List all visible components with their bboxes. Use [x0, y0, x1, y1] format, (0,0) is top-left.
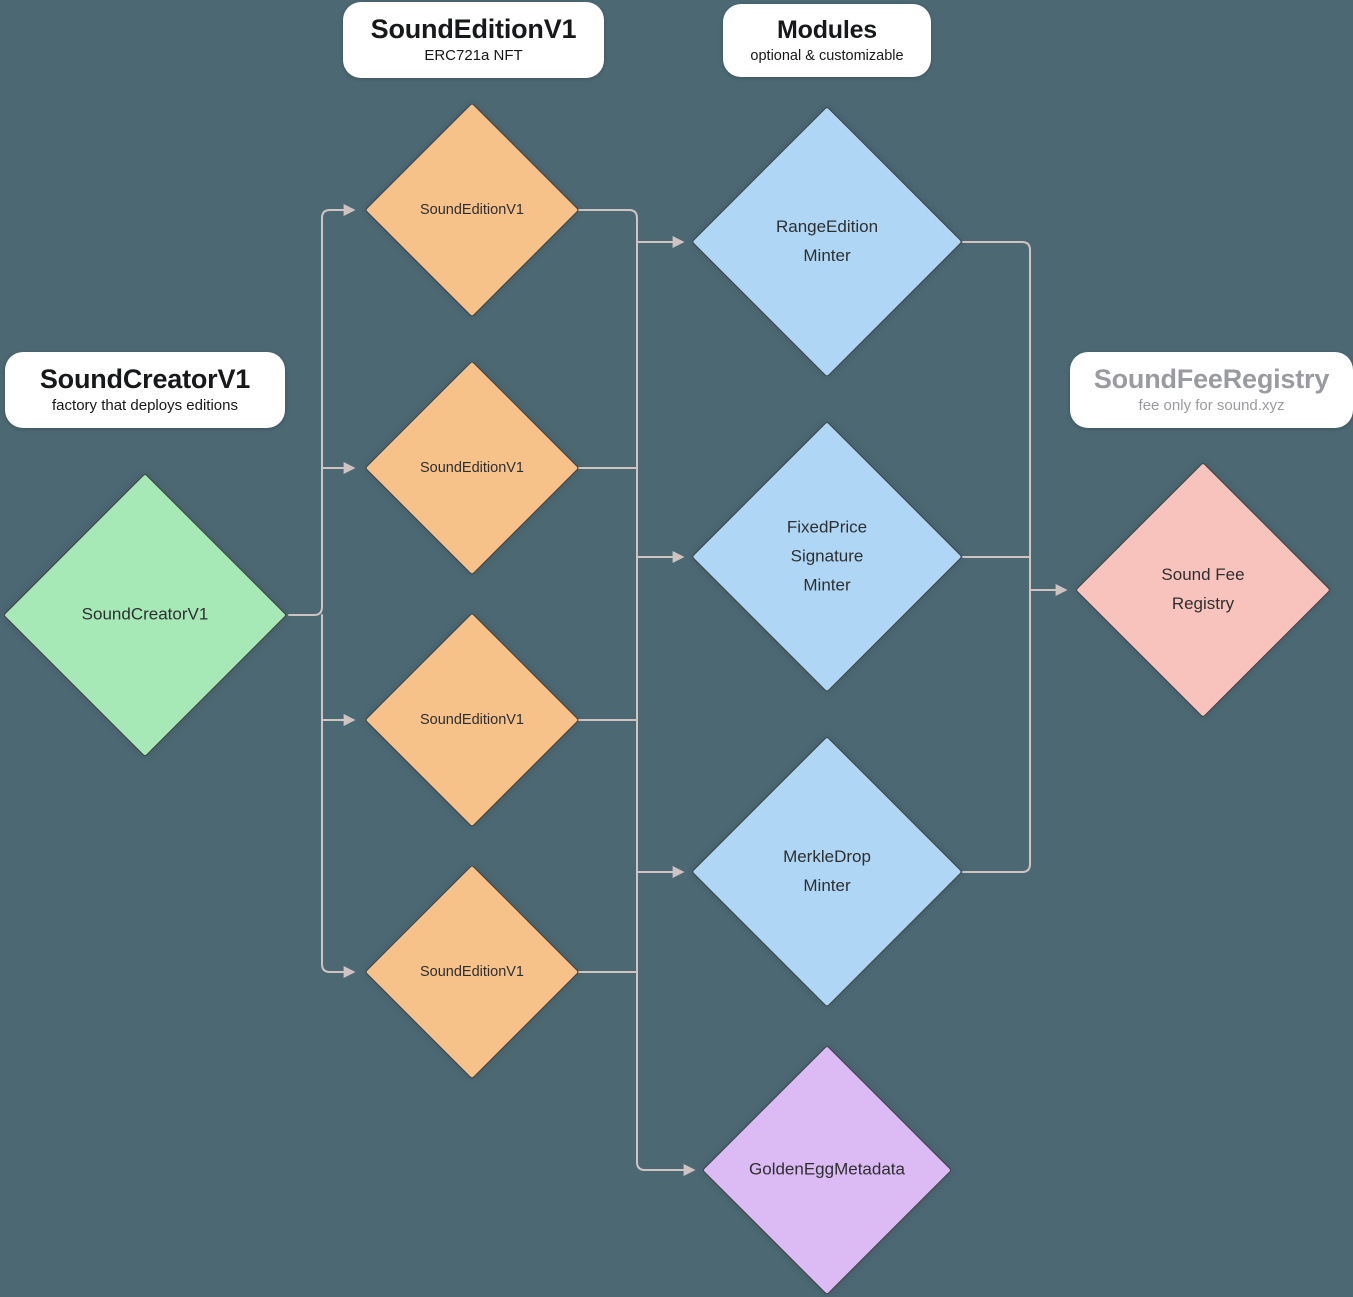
card-title: SoundFeeRegistry — [1093, 364, 1330, 394]
node-label: GoldenEggMetadata — [749, 1159, 905, 1179]
bus-creator-to-editions — [288, 204, 356, 978]
node-label: SoundEditionV1 — [419, 963, 524, 980]
card-title: Modules — [777, 16, 877, 44]
card-subtitle: optional & customizable — [750, 48, 904, 64]
node-label: RangeEdition Minter — [775, 217, 879, 265]
node-label: SoundEditionV1 — [419, 459, 524, 476]
node-label: SoundEditionV1 — [419, 201, 524, 218]
node-label: MerkleDrop Minter — [783, 847, 871, 895]
card-sound-creator: SoundCreatorV1 factory that deploys edit… — [5, 352, 285, 429]
card-sound-edition: SoundEditionV1 ERC721a NFT — [343, 2, 604, 79]
card-title: SoundCreatorV1 — [39, 364, 251, 394]
card-modules: Modules optional & customizable — [723, 4, 931, 78]
bus-modules-to-fee-registry — [962, 241, 1068, 873]
card-title: SoundEditionV1 — [370, 14, 577, 44]
card-subtitle: fee only for sound.xyz — [1138, 397, 1285, 415]
node-label: FixedPrice Signature Minter — [786, 517, 868, 595]
card-sound-fee-registry: SoundFeeRegistry fee only for sound.xyz — [1070, 352, 1353, 429]
bus-editions-to-modules — [578, 209, 696, 1176]
node-label: SoundEditionV1 — [419, 711, 524, 728]
card-subtitle: factory that deploys editions — [52, 397, 238, 415]
node-label: SoundCreatorV1 — [81, 604, 209, 624]
node-label: Sound Fee Registry — [1161, 565, 1245, 613]
card-subtitle: ERC721a NFT — [424, 47, 523, 65]
